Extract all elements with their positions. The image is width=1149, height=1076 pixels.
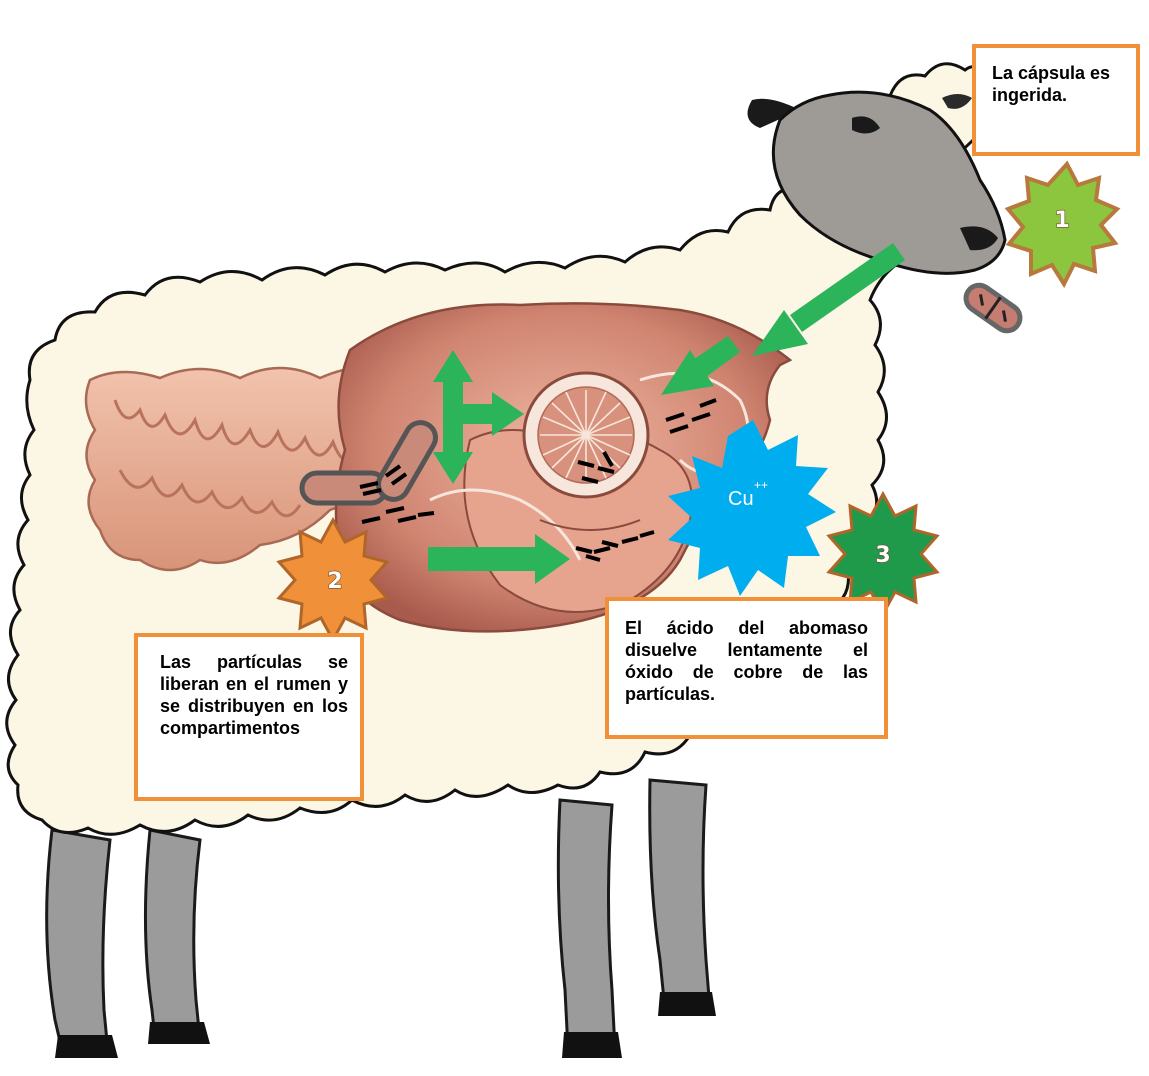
copper-charge: ++ — [754, 478, 768, 492]
callout-step-1-text: La cápsula es ingerida. — [992, 63, 1110, 105]
copper-symbol: Cu — [728, 488, 754, 510]
step-badge-1-number: 1 — [1054, 208, 1069, 233]
step-badge-1: 1 — [1008, 164, 1117, 284]
callout-step-3: El ácido del abomaso disuelve lentamente… — [605, 597, 888, 739]
step-badge-2-number: 2 — [327, 569, 342, 594]
step-badge-3-number: 3 — [875, 543, 890, 568]
capsule-ingested-icon — [961, 280, 1025, 336]
callout-step-2-text: Las partículas se liberan en el rumen y … — [160, 652, 348, 738]
callout-step-2: Las partículas se liberan en el rumen y … — [134, 633, 364, 801]
callout-step-3-text: El ácido del abomaso disuelve lentamente… — [625, 618, 868, 704]
callout-step-1: La cápsula es ingerida. — [972, 44, 1140, 156]
